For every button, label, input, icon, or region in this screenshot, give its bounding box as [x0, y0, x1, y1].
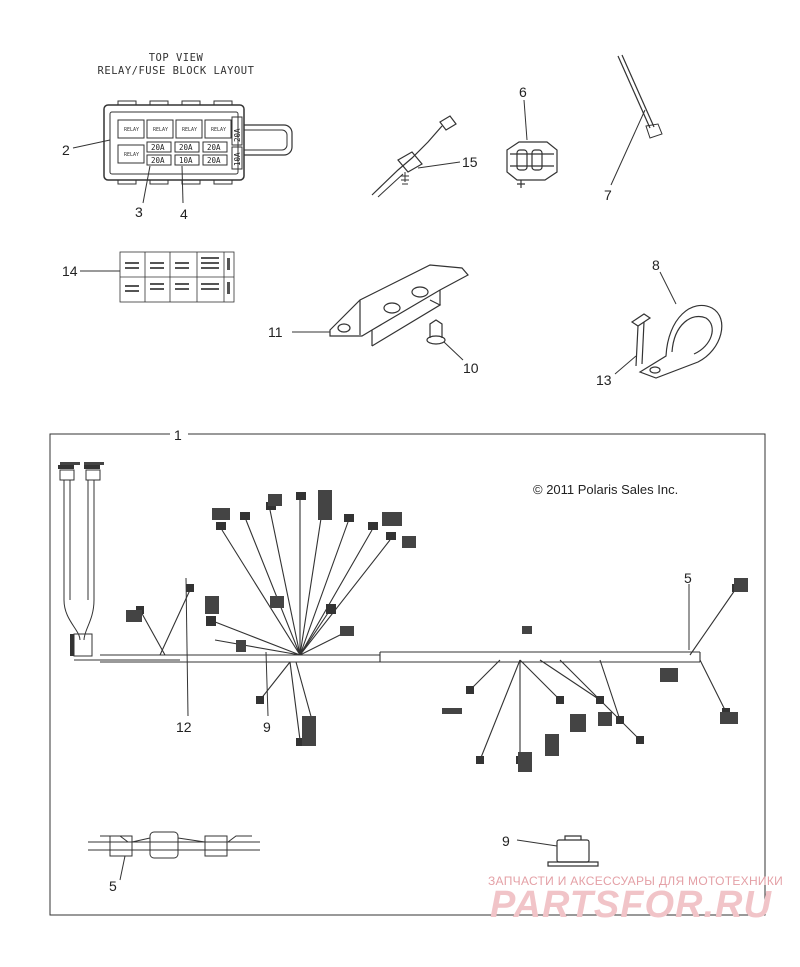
relay-label-2: RELAY	[153, 127, 168, 133]
callout-9-upper: 9	[263, 719, 271, 735]
relay-label-1: RELAY	[124, 127, 139, 133]
fuse-4: 20A	[151, 156, 165, 165]
watermark-brand: PARTSFOR.RU	[490, 884, 772, 926]
callout-5-lower: 5	[109, 878, 117, 894]
callout-6: 6	[519, 84, 527, 100]
watermark-tagline: ЗАПЧАСТИ И АКСЕССУАРЫ ДЛЯ МОТОТЕХНИКИ	[488, 874, 784, 888]
main-harness-frame	[49, 433, 766, 916]
callout-1: 1	[174, 427, 182, 443]
cable-tie	[617, 54, 663, 139]
harness-left-branch	[59, 469, 180, 661]
connector-housing	[506, 141, 558, 188]
fuse-3: 20A	[207, 143, 221, 152]
callout-7: 7	[604, 187, 612, 203]
callout-8: 8	[652, 257, 660, 273]
diagram-title-line2: RELAY/FUSE BLOCK LAYOUT	[97, 65, 255, 77]
callout-10: 10	[463, 360, 479, 376]
fuse-2: 20A	[179, 143, 193, 152]
callout-15: 15	[462, 154, 478, 170]
connector-with-pushpin	[371, 115, 457, 198]
relay-label-5: RELAY	[124, 152, 139, 158]
mounting-bracket	[329, 264, 469, 347]
callout-5-upper: 5	[684, 570, 692, 586]
relay-component	[547, 835, 599, 867]
callout-11: 11	[268, 324, 283, 340]
relay-label-4: RELAY	[211, 127, 226, 133]
callout-3: 3	[135, 204, 143, 220]
p-clamp	[638, 304, 723, 379]
flange-bolt	[630, 313, 652, 367]
harness-tag-blocks	[60, 462, 748, 772]
push-rivet	[426, 319, 446, 345]
callout-9-lower: 9	[502, 833, 510, 849]
callout-2: 2	[62, 142, 70, 158]
harness-main-trunk	[100, 500, 736, 761]
callout-4: 4	[180, 206, 188, 222]
copyright-notice: © 2011 Polaris Sales Inc.	[533, 482, 679, 497]
fuse-block	[103, 100, 293, 185]
callout-14: 14	[62, 263, 78, 279]
fuse-6: 20A	[207, 156, 221, 165]
fuse-1: 20A	[151, 143, 165, 152]
fuse-5: 10A	[179, 156, 193, 165]
harness-jumper	[88, 831, 260, 859]
side-fuse-1: 20A	[233, 128, 242, 142]
diagram-title-line1: TOP VIEW	[148, 52, 204, 64]
callout-12: 12	[176, 719, 192, 735]
relay-label-3: RELAY	[182, 127, 197, 133]
callout-13: 13	[596, 372, 612, 388]
side-fuse-2: 10A	[233, 152, 242, 166]
fuse-label-decal	[119, 251, 235, 303]
